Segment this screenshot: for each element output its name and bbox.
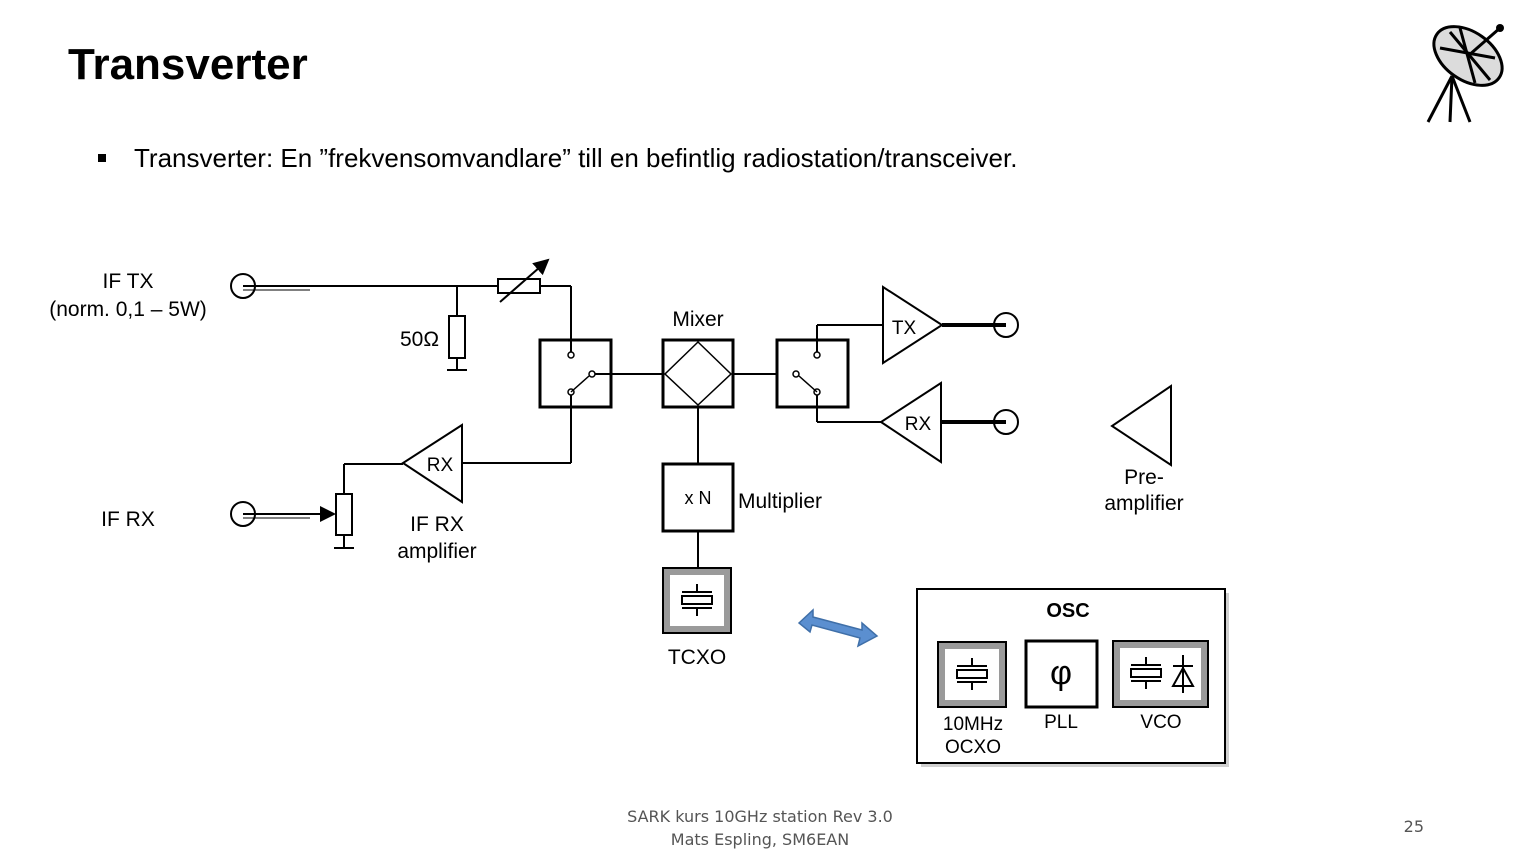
- slide-title: Transverter: [68, 40, 308, 89]
- footer-course: SARK kurs 10GHz station Rev 3.0: [627, 807, 893, 826]
- pll-label: PLL: [1044, 712, 1078, 733]
- if-tx-power-label: (norm. 0,1 – 5W): [49, 298, 207, 321]
- ocxo-label-2: OCXO: [945, 737, 1001, 758]
- bullet-square-icon: [98, 154, 106, 162]
- if-rx-label: IF RX: [101, 508, 155, 531]
- resistor-label: 50Ω: [400, 328, 439, 351]
- if-rx-connector: [230, 501, 310, 527]
- mixer-label: Mixer: [672, 308, 723, 331]
- preamp-label-1: Pre-: [1124, 466, 1164, 489]
- footer-author: Mats Espling, SM6EAN: [670, 830, 850, 849]
- pll-block: [1024, 639, 1099, 709]
- vco-label: VCO: [1140, 712, 1181, 733]
- preamplifier-symbol: [1110, 384, 1172, 467]
- ocxo-label-1: 10MHz: [943, 714, 1003, 735]
- page-number: 25: [1403, 817, 1424, 836]
- ocxo-block: [937, 641, 1007, 708]
- slide-footer: SARK kurs 10GHz station Rev 3.0 Mats Esp…: [560, 805, 960, 851]
- if-tx-connector: [230, 273, 310, 299]
- multiplier-box-text: x N: [685, 488, 712, 508]
- mixer-block: [661, 338, 735, 409]
- tx-amp-text: TX: [892, 318, 917, 339]
- satellite-dish-icon: [1426, 24, 1504, 123]
- tcxo-label: TCXO: [668, 646, 726, 669]
- bullet-text: Transverter: En ”frekvensomvandlare” til…: [134, 143, 1018, 173]
- rx-input-connector: [941, 409, 1019, 435]
- if-switch: [538, 338, 613, 409]
- osc-title: OSC: [1046, 600, 1089, 622]
- if-rx-amp-label-2: amplifier: [397, 540, 476, 563]
- replacement-arrow-icon: [797, 608, 879, 648]
- preamp-label-2: amplifier: [1104, 492, 1183, 515]
- tx-amplifier: [882, 285, 944, 365]
- if-tx-label: IF TX: [103, 270, 154, 293]
- tx-output-connector: [942, 312, 1019, 338]
- multiplier-label: Multiplier: [738, 490, 822, 513]
- multiplier-block: [661, 462, 735, 533]
- vco-block: [1112, 640, 1209, 708]
- pll-symbol: φ: [1050, 654, 1072, 692]
- termination-resistor: [447, 286, 467, 371]
- tcxo-block: [662, 567, 732, 634]
- if-rx-amp-text: RX: [427, 455, 454, 476]
- rf-switch: [775, 325, 850, 422]
- if-rx-amp-label-1: IF RX: [410, 513, 464, 536]
- rx-amp-text: RX: [905, 414, 932, 435]
- variable-attenuator: [497, 258, 550, 303]
- gain-potentiometer: [334, 464, 354, 549]
